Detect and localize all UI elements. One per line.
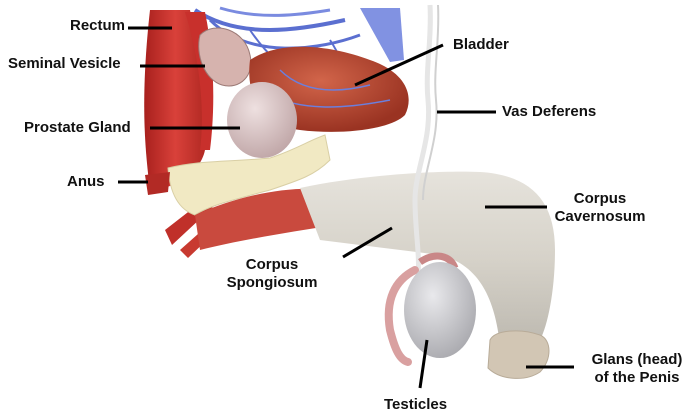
label-corpus-cavernosum-line1: Corpus	[540, 190, 660, 208]
glans-shape	[488, 331, 549, 379]
label-glans-line1: Glans (head)	[577, 351, 697, 369]
label-vas-deferens: Vas Deferens	[502, 103, 596, 121]
label-corpus-spongiosum: Corpus Spongiosum	[212, 256, 332, 292]
label-corpus-cavernosum-line2: Cavernosum	[540, 208, 660, 226]
label-corpus-cavernosum: Corpus Cavernosum	[540, 190, 660, 226]
testicle-shape	[404, 262, 476, 358]
label-prostate-gland: Prostate Gland	[24, 119, 131, 137]
label-glans-line2: of the Penis	[577, 369, 697, 387]
label-corpus-spongiosum-line1: Corpus	[212, 256, 332, 274]
label-anus: Anus	[67, 173, 105, 191]
label-seminal-vesicle: Seminal Vesicle	[8, 55, 121, 73]
label-rectum: Rectum	[70, 17, 125, 35]
label-corpus-spongiosum-line2: Spongiosum	[212, 274, 332, 292]
label-testicles: Testicles	[384, 396, 447, 414]
prostate-shape	[227, 82, 297, 158]
label-glans: Glans (head) of the Penis	[577, 351, 697, 387]
label-bladder: Bladder	[453, 36, 509, 54]
